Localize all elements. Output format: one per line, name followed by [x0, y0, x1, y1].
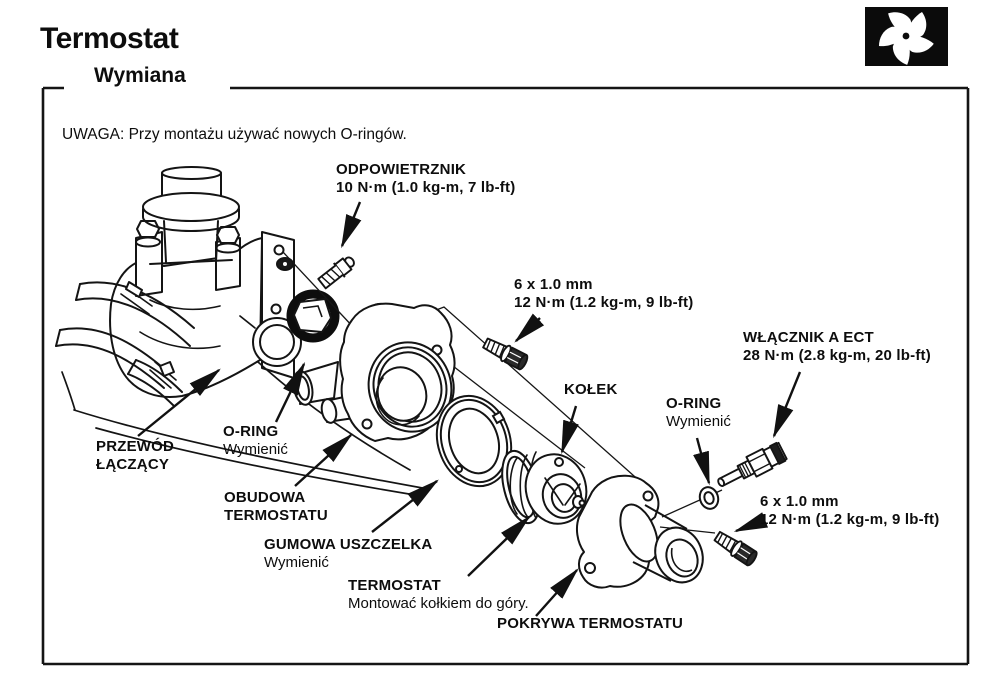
thermostat-housing-drawing: [292, 302, 456, 442]
arrow-odpowietrznik: [340, 201, 362, 249]
oring-sensor-drawing: [698, 486, 720, 510]
torque-spec: 12 N·m (1.2 kg-m, 9 lb-ft): [760, 511, 940, 528]
section-title: Wymiana: [94, 64, 186, 87]
engine-assembly-drawing: [55, 166, 429, 496]
connecting-pipe-drawing: [239, 315, 302, 367]
flange-bolt-top-drawing: [482, 337, 529, 371]
flange-bolt-bottom-drawing: [713, 530, 758, 567]
torque-spec: 28 N·m (2.8 kg-m, 20 lb-ft): [743, 347, 931, 364]
service-note: Wymienić: [666, 413, 731, 430]
part-name: ODPOWIETRZNIK: [336, 161, 467, 178]
part-name: O-RING: [223, 423, 279, 440]
label-kolek: KOŁEK: [564, 381, 618, 399]
oring-housing-drawing: [286, 289, 340, 343]
label-bolt-bottom: 6 x 1.0 mm 12 N·m (1.2 kg-m, 9 lb-ft): [760, 493, 939, 529]
mounting-bolt-icon: [135, 220, 241, 254]
arrow-przewod: [137, 368, 221, 437]
frame-border: [41, 86, 970, 666]
arrow-pokrywa: [535, 568, 579, 617]
part-name: WŁĄCZNIK A ECT: [743, 329, 874, 346]
part-name: TERMOSTATU: [224, 507, 328, 524]
label-wlacznik-ect: WŁĄCZNIK A ECT 28 N·m (2.8 kg-m, 20 lb-f…: [743, 329, 931, 365]
bolt-size: 6 x 1.0 mm: [514, 276, 593, 293]
leader-arrows: [137, 201, 802, 617]
label-gumowa-uszczelka: GUMOWA USZCZELKA Wymienić: [264, 536, 432, 572]
torque-spec: 10 N·m (1.0 kg-m, 7 lb-ft): [336, 179, 516, 196]
label-bolt-top: 6 x 1.0 mm 12 N·m (1.2 kg-m, 9 lb-ft): [514, 276, 693, 312]
service-note: Montować kołkiem do góry.: [348, 595, 529, 612]
arrow-oring-sensor: [693, 437, 711, 486]
part-name: O-RING: [666, 395, 722, 412]
service-note: Wymienić: [264, 554, 329, 571]
arrow-wlacznik-ect: [772, 371, 802, 439]
arrow-bolt-bottom: [733, 512, 769, 533]
bolt-size: 6 x 1.0 mm: [760, 493, 839, 510]
part-name: ŁĄCZĄCY: [96, 456, 170, 473]
fan-icon: [865, 7, 948, 66]
service-note: Wymienić: [223, 441, 288, 458]
bleed-bolt-drawing: [317, 256, 355, 290]
label-termostat: TERMOSTAT Montować kołkiem do góry.: [348, 577, 529, 613]
torque-spec: 12 N·m (1.2 kg-m, 9 lb-ft): [514, 294, 694, 311]
label-przewod-laczacy: PRZEWÓD ŁĄCZĄCY: [96, 438, 174, 474]
caution-note: UWAGA: Przy montażu używać nowych O-ring…: [62, 126, 407, 143]
part-name: POKRYWA TERMOSTATU: [497, 615, 684, 632]
arrow-oring-housing: [274, 361, 306, 423]
part-name: GUMOWA USZCZELKA: [264, 536, 433, 553]
arrow-gumowa: [371, 479, 439, 533]
part-name: KOŁEK: [564, 381, 618, 398]
arrow-kolek: [560, 405, 579, 455]
jiggle-pin-drawing: [554, 457, 564, 467]
label-odpowietrznik: ODPOWIETRZNIK 10 N·m (1.0 kg-m, 7 lb-ft): [336, 161, 515, 197]
label-oring-housing: O-RING Wymienić: [223, 423, 288, 459]
thermostat-drawing: [501, 449, 588, 525]
part-name: PRZEWÓD: [96, 438, 175, 455]
part-name: TERMOSTAT: [348, 577, 441, 594]
part-name: OBUDOWA: [224, 489, 306, 506]
bleed-bolt-axis-line: [282, 251, 356, 330]
arrow-bolt-top: [514, 313, 545, 343]
hoses-drawing: [55, 281, 195, 407]
arrow-termostat: [467, 515, 531, 577]
arrow-obudowa: [294, 433, 353, 487]
label-obudowa-termostatu: OBUDOWA TERMOSTATU: [224, 489, 328, 525]
thermostat-cover-drawing: [575, 474, 704, 589]
page-title: Termostat: [40, 22, 179, 55]
label-oring-sensor: O-RING Wymienić: [666, 395, 731, 431]
rubber-gasket-drawing: [435, 394, 513, 488]
ect-sensor-drawing: [717, 441, 788, 487]
label-pokrywa-termostatu: POKRYWA TERMOSTATU: [497, 615, 683, 633]
